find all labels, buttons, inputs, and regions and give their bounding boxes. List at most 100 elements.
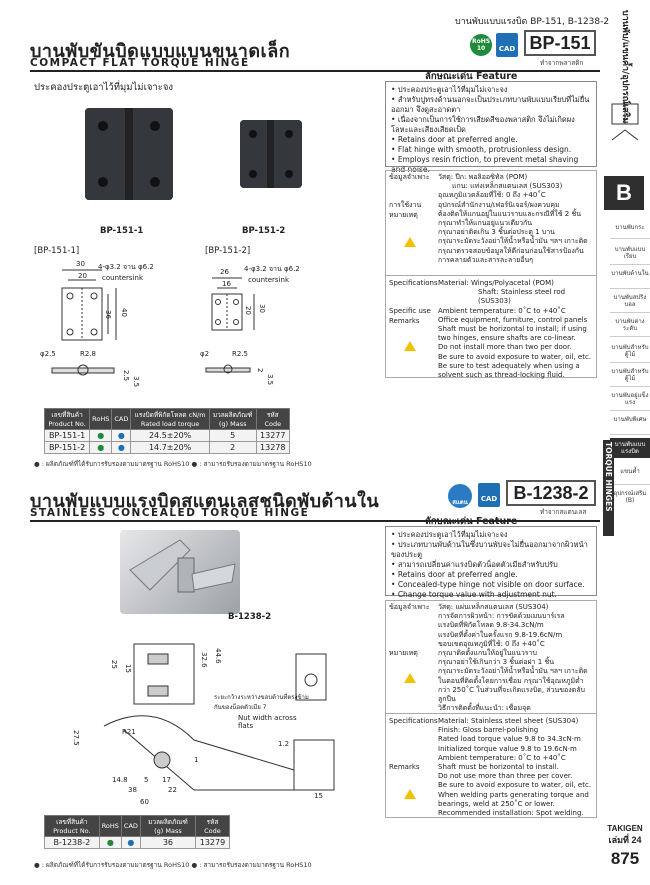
stainless-badge: สแตนเลส [448,484,472,516]
spec-en-item: Material: Stainless steel sheet (SUS304) [438,717,579,725]
dim-label: 17 [162,776,171,784]
feature-en-item: Retains door at preferred angle. [391,570,591,580]
use-en-label: Specific use [389,307,431,315]
spec-en-list: Material: Wings/Polyacetal (POM) Shaft: … [438,279,592,380]
use-th-item: อุปกรณ์สำนักงาน/เฟอร์นิเจอร์/ผงควบคุม [438,200,560,209]
table-cell: 24.5±20% [130,429,210,442]
cad-dot-icon: ● [120,836,141,849]
remark-th-item: กรุณาติดตั้งแกนให้อยู่ในแนวราบ [438,649,537,658]
table-cell: 14.7±20% [130,441,210,454]
remark-en-item: Be sure to avoid exposure to water, oil,… [438,781,592,790]
table-cell: 2 [208,441,257,454]
dim-label: 5 [144,776,149,784]
feature-th-item: ประคองประตูเอาไว้ที่มุมไม่เจาะจง [391,85,591,95]
sidebar-item[interactable]: บานพับต่างระดับ [615,318,645,332]
dim-width: 30 [76,260,85,268]
technical-drawing-bp151-1: 30 20 4-φ3.2 จาน φ6.2 countersink 40 36 … [40,258,190,398]
table-row: BP-151-1 ● ● 24.5±20% 5 13277 [43,429,291,442]
remark-th-item: ต้องติดให้แกนอยู่ในแนวราบและกรณีที่ใช้ 2… [438,209,581,228]
spec-en-item: Rated load torque value 9.8 to 34.3cN·m [438,735,581,744]
brand-name: TAKIGEN [607,824,643,833]
dim-label: 15 [124,664,132,673]
table-row: B-1238-2 ● ● 36 13279 [44,836,231,849]
drawing-label-1: [BP-151-1] [34,246,80,256]
dim-label: 38 [128,786,137,794]
sidebar-item[interactable]: บานพับสำหรับตู้ไม้ [611,368,649,382]
sidebar-item[interactable]: บานพับพิเศษ [613,416,647,423]
dim-t1: 2.5 [122,370,130,382]
vertical-category-label: TORQUE HINGES [603,440,614,536]
feature-th-item: สำหรับปูทรงด้านนอกจะเป็นประเภทบานพับแบบเ… [391,95,591,115]
warning-icon [404,789,416,799]
table-cell: 5 [208,429,257,442]
remark-en-label: Remarks [389,317,420,325]
dim-label: 22 [168,786,177,794]
sidebar-item[interactable]: แขนค้ำ [620,468,640,475]
spec-en-item: Initialized torque value 9.8 to 19.6cN·m [438,744,577,753]
sidebar-item[interactable]: บานพับด้านใน [611,270,649,277]
cad-badge: CAD [496,33,518,57]
feature-th-item: ประคองประตูเอาไว้ที่มุมไม่เจาะจง [391,530,591,540]
feature-en-item: Concealed-type hinge not visible on door… [391,580,591,590]
spec-th-label: ข้อมูลจำเพาะ [389,173,430,181]
volume: เล่มที่ 24 [608,835,642,845]
nut-note-th: ระยะกว้างระหว่างขอบด้านที่ตรงข้ามกันของน… [214,694,309,711]
remark-en-item: Do not install more than two per door. [438,343,572,352]
spec-th-item: วัสดุ: แผ่นเหล็กสแตนเลส (SUS304) [438,603,549,611]
remark-th-item: กรุณาตรวจสอบข้อมูลให้ดีก่อนก่อนใช้สารป้อ… [438,246,584,264]
product-photo-bp151-2 [240,120,302,188]
photo-caption-1: BP-151-1 [100,226,144,236]
sidebar-item[interactable]: บานพับกระ [615,224,645,231]
sidebar-item[interactable]: บานพับแบบเรียบ [614,246,646,260]
page-number: 875 [610,849,640,868]
product-code-box: B-1238-2 [506,480,596,506]
dim-r: R2.5 [232,350,248,358]
spec-th-item: อุณหภูมิแวดล้อมที่ใช้: 0 ถึง +40˚C [438,191,546,200]
product-photo-b1238-2 [120,530,240,614]
section-letter: B [604,176,644,210]
spec-th-list: วัสดุ: ปีก: พอลิออซิทัล (POM) แกน: แท่งเ… [438,173,592,265]
dim-label: 15 [314,792,323,800]
product-table-1: เลขที่สินค้า Product No. RoHS CAD แรงบิด… [43,408,291,454]
dim-width2: 20 [78,272,87,280]
rohs-dot-icon: ● [89,441,113,454]
remark-en-item: Shaft must be horizontal to install. [438,763,559,772]
footnote-2: ● : ผลิตภัณฑ์ที่ได้รับการรับรองตามมาตรฐา… [34,861,312,869]
product-code-box: BP-151 [524,30,596,56]
sidebar-top-label: บานพับ/แขนค้ำ/อุปกรณ์เสริม [620,10,630,124]
table-cell: 13278 [255,441,291,454]
sidebar-item-active[interactable]: บานพับแบบแรงบิด [610,438,650,458]
dim-label: R21 [122,728,136,736]
dim-label: 32.6 [200,652,208,668]
sidebar-item[interactable]: บานพับอยู่แข็งแรง [611,392,649,406]
remark-th-item: กรุณาระมัดระวังอย่าให้น้ำหรือน้ำมัน ฯลฯ … [438,237,588,246]
hinge-illustration-icon [240,120,302,188]
cad-dot-icon: ● [111,429,132,442]
section2-title-th: บานพับแบบแรงบิดสแตนเลสชนิดพับด้านใน [30,491,380,512]
dim-cs: countersink [248,276,290,284]
table-header: มวลผลิตภัณฑ์ (g) Mass [208,408,257,430]
sidebar-item[interactable]: บานพับสปริงบอล [613,294,647,308]
remark-th-item: กรุณาอย่าติดเกิน 3 ชิ้นต่อประตู 1 บาน [438,228,555,237]
stainless-hinge-icon [129,539,236,593]
table-cell: 13277 [255,429,291,442]
sidebar-item[interactable]: บานพับสำหรับตู้ไม้ [611,344,649,358]
spec-en-item: Material: Wings/Polyacetal (POM) [438,279,554,287]
tagline: ประคองประตูเอาไว้ที่มุมไม่เจาะจง [34,82,174,93]
spec-th-item: วัสดุ: ปีก: พอลิออซิทัล (POM) [438,173,528,181]
dim-d1: φ2.5 [40,350,56,358]
feature-heading-1: ลักษณะเด่น Feature [425,71,518,82]
drawing-lines-icon [205,277,255,374]
remark-en-item: Recommended installation: Spot welding. [438,809,584,818]
spec-en-list: Material: Stainless steel sheet (SUS304)… [438,717,592,818]
sidebar-item[interactable]: อุปกรณ์เสริม (B) [613,490,647,504]
hinge-category-icon [611,103,639,141]
dim-t2: 3.5 [132,376,140,388]
feature-en-item: Flat hinge with smooth, protrusionless d… [391,145,591,155]
remark-en-item: Be sure to avoid exposure to water, oil,… [438,352,592,361]
remark-en-label: Remarks [389,763,420,771]
table-header: RoHS [98,815,122,837]
spec-th-item: แรงบิดที่พิกัดโหลด 9.8-34.3cN/m [438,621,544,630]
remark-th-label: หมายเหตุ [389,649,418,657]
spec-th-label: ข้อมูลจำเพาะ [389,603,430,611]
